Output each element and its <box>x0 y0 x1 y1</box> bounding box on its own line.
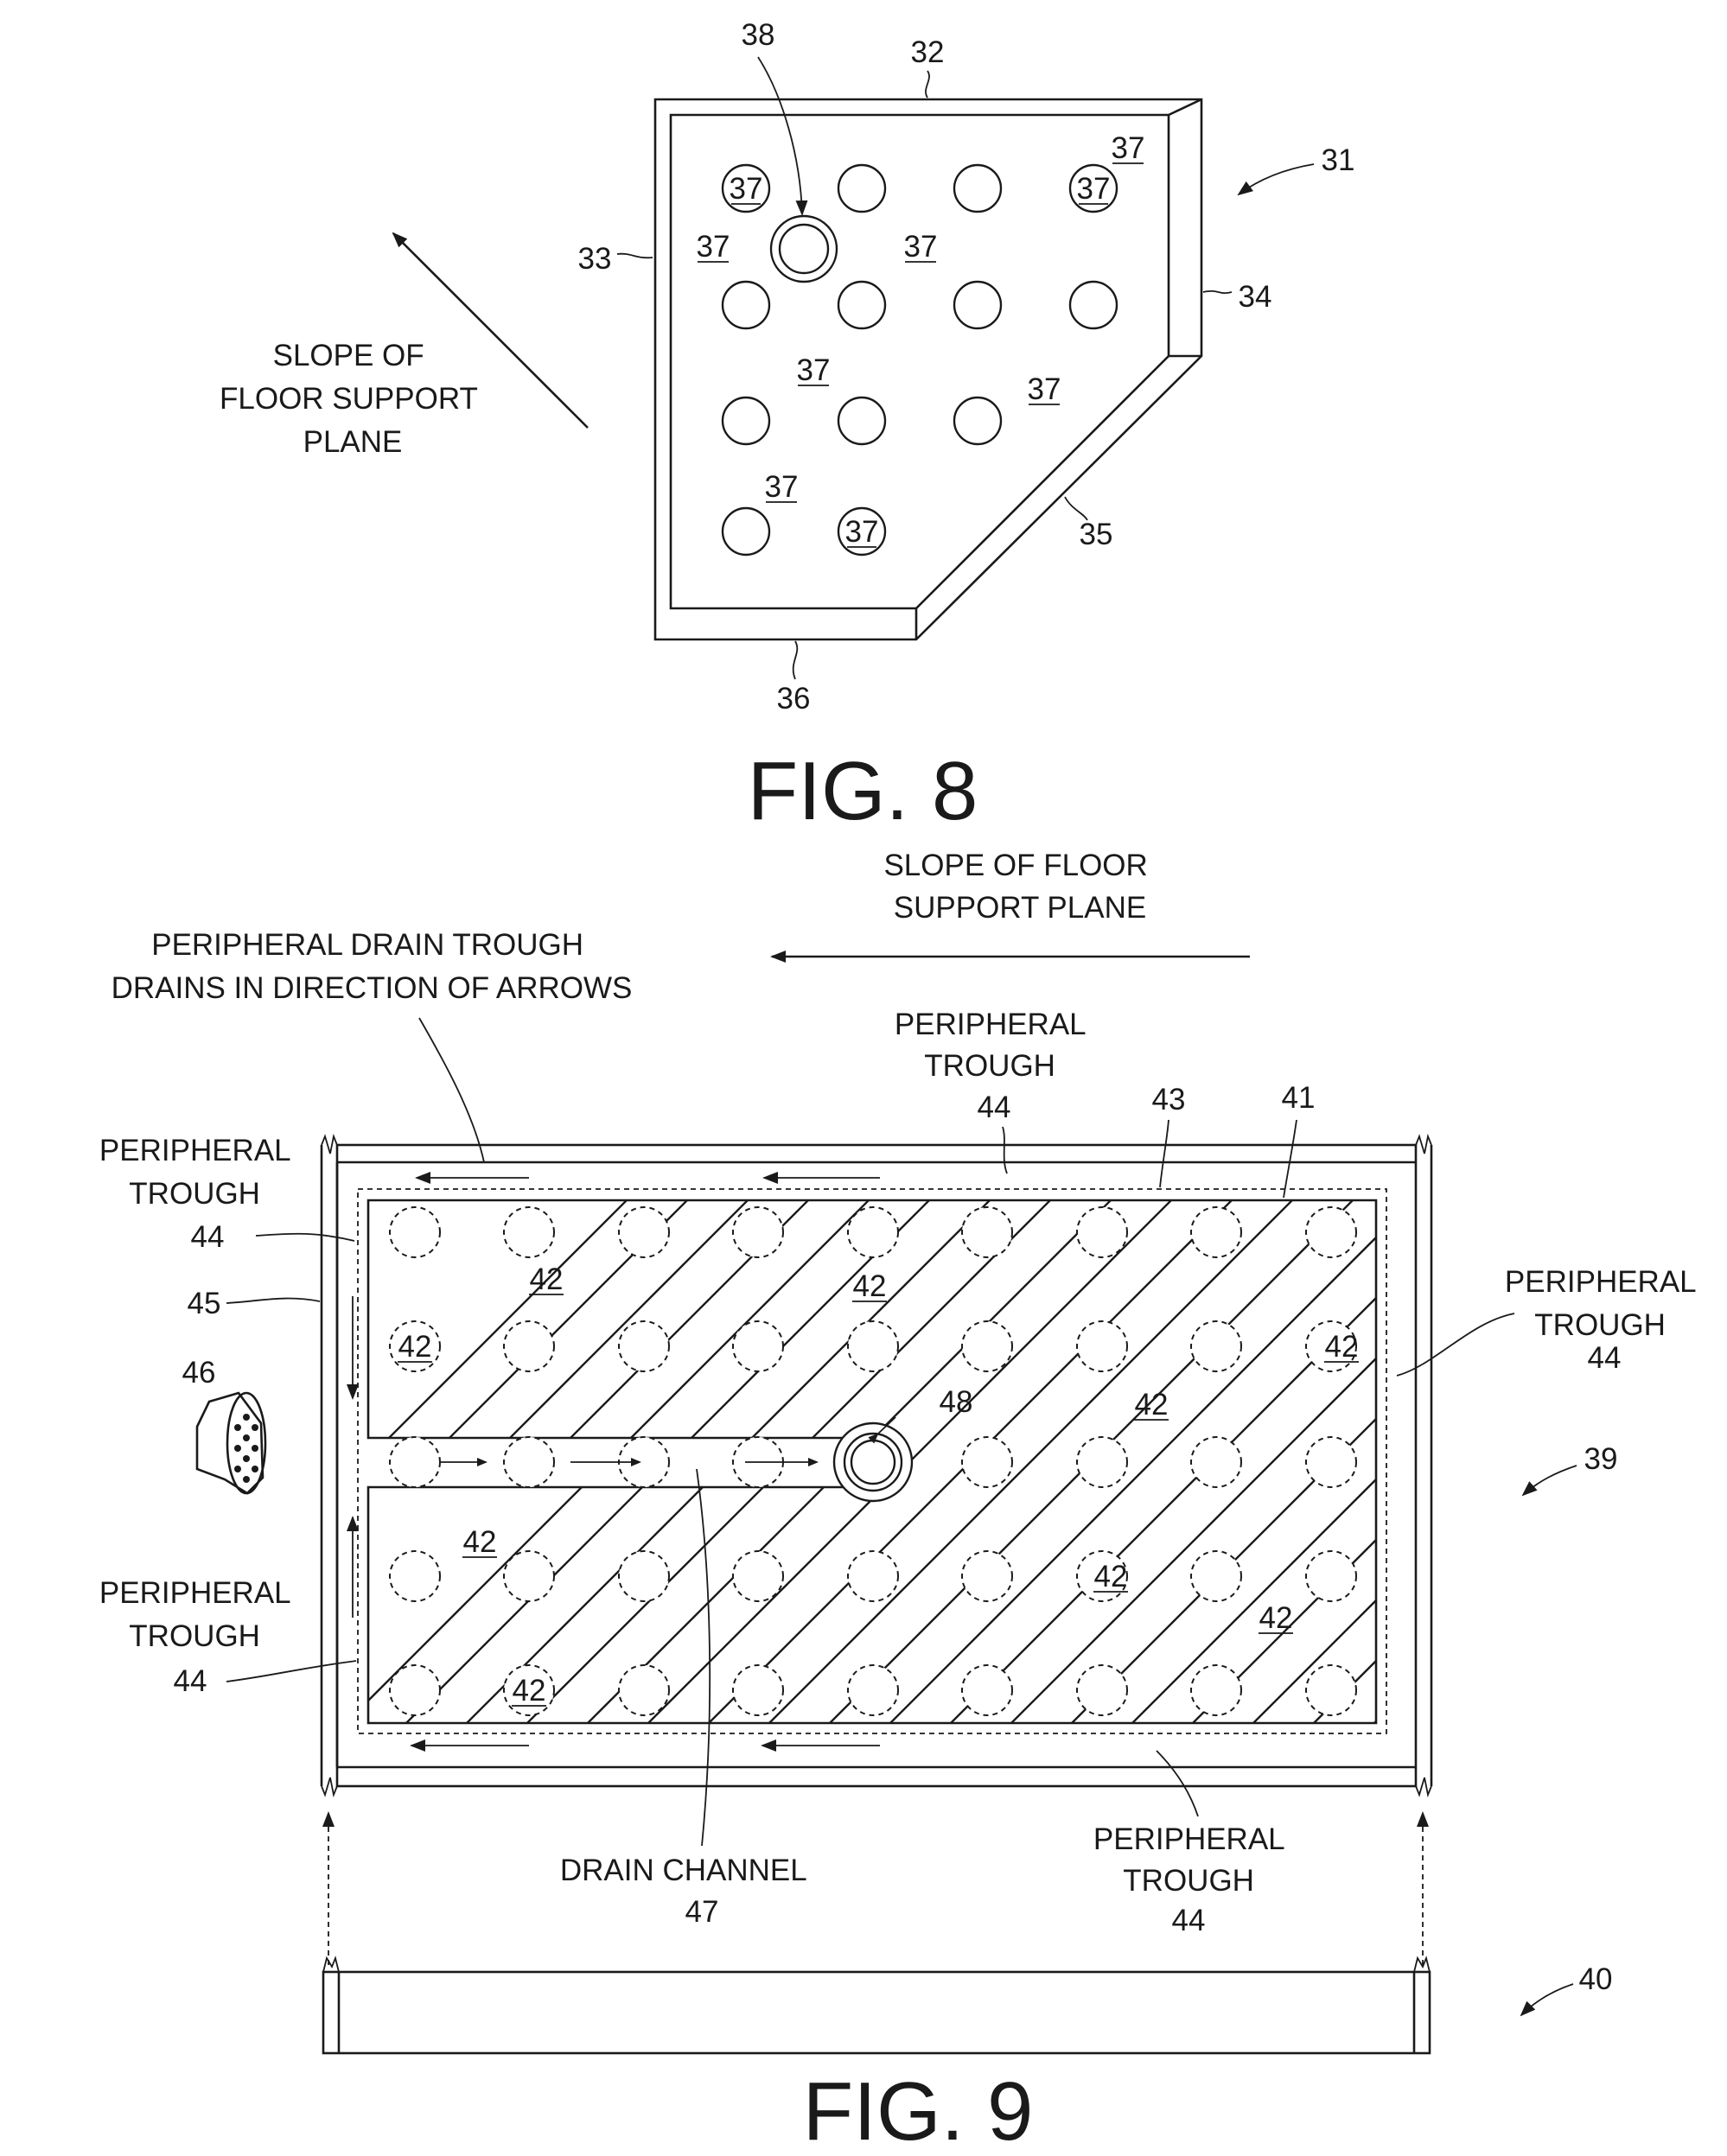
svg-text:42: 42 <box>530 1262 564 1296</box>
svg-text:42: 42 <box>1259 1601 1293 1635</box>
fig9-shower-pan: 42 42 42 42 42 42 42 42 42 48 43 41 3 <box>99 849 1727 2152</box>
fig9-drain <box>834 1423 912 1501</box>
fig8-label-32: 32 <box>911 35 945 69</box>
fig9-label-40: 40 <box>1579 1962 1613 1996</box>
fig8-slope-label: SLOPE OF FLOOR SUPPORT PLANE <box>220 339 486 459</box>
svg-text:37: 37 <box>697 230 730 264</box>
svg-text:42: 42 <box>398 1330 432 1364</box>
fig8-label-36: 36 <box>777 682 811 715</box>
svg-text:42: 42 <box>463 1525 497 1559</box>
fig8-drain <box>771 216 837 282</box>
fig9-trough-label-bottom: PERIPHERAL TROUGH 44 <box>1093 1822 1292 1937</box>
fig9-trough-label-right: PERIPHERAL TROUGH 44 <box>1505 1265 1704 1375</box>
fig9-label-48: 48 <box>940 1385 973 1419</box>
fig8-label-34: 34 <box>1239 280 1272 314</box>
svg-text:37: 37 <box>1028 372 1061 406</box>
fig8-shower-pan: 37 37 37 37 37 37 37 37 37 38 32 31 <box>220 18 1354 837</box>
fig8-label-31: 31 <box>1322 143 1355 177</box>
fig9-drain-channel-label: DRAIN CHANNEL 47 <box>560 1854 814 1929</box>
fig8-label-35: 35 <box>1080 518 1113 551</box>
fig9-drain-trough-note: PERIPHERAL DRAIN TROUGH DRAINS IN DIRECT… <box>112 928 633 1005</box>
fig9-label-43: 43 <box>1152 1083 1186 1116</box>
fig9-slope-label: SLOPE OF FLOOR SUPPORT PLANE <box>883 849 1156 925</box>
fig9-trough-label-upper-left: PERIPHERAL TROUGH 44 <box>99 1134 298 1254</box>
fig8-label-33: 33 <box>578 242 612 276</box>
fig9-side-strip <box>323 1958 1430 2053</box>
svg-text:37: 37 <box>1112 131 1145 165</box>
fig9-trough-label-lower-left: PERIPHERAL TROUGH 44 <box>99 1576 298 1698</box>
svg-text:42: 42 <box>1094 1560 1128 1593</box>
svg-text:37: 37 <box>1077 172 1111 206</box>
fig9-trough-label-top: PERIPHERAL TROUGH 44 <box>895 1008 1093 1124</box>
fig9-label-45: 45 <box>188 1287 221 1320</box>
svg-text:37: 37 <box>765 470 799 504</box>
svg-text:37: 37 <box>797 353 831 387</box>
fig9-label-46: 46 <box>182 1356 216 1390</box>
svg-text:37: 37 <box>904 230 938 264</box>
svg-text:42: 42 <box>513 1674 546 1708</box>
svg-text:42: 42 <box>1135 1388 1169 1421</box>
fig9-label-39: 39 <box>1584 1442 1618 1476</box>
svg-text:37: 37 <box>845 515 879 549</box>
svg-text:42: 42 <box>853 1269 887 1303</box>
svg-text:42: 42 <box>1325 1330 1359 1364</box>
fig8-title: FIG. 8 <box>748 745 978 837</box>
fig9-drain-grate-part <box>197 1393 265 1493</box>
fig9-title: FIG. 9 <box>803 2065 1034 2152</box>
fig9-label-41: 41 <box>1282 1081 1316 1115</box>
fig8-label-38: 38 <box>742 18 775 52</box>
svg-text:37: 37 <box>730 172 763 206</box>
